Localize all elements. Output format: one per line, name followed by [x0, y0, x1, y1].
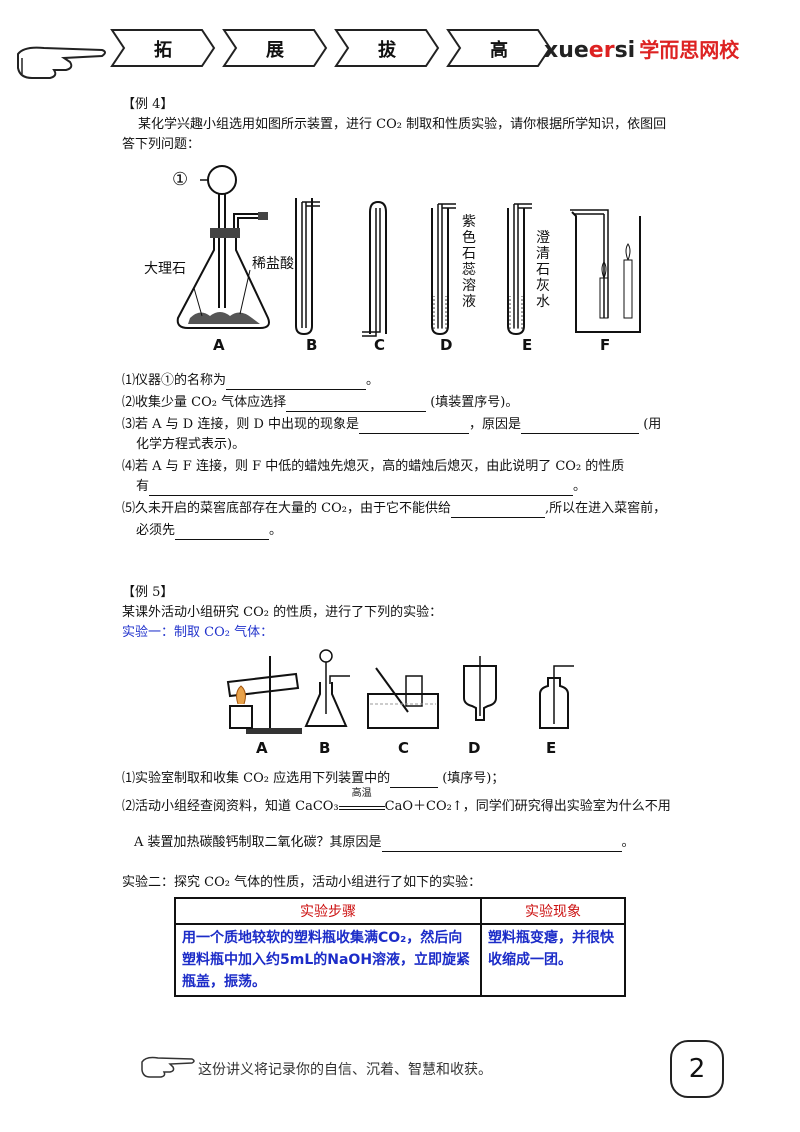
experiment-table: 实验步骤 实验现象 用一个质地较软的塑料瓶收集满CO₂，然后向塑料瓶中加入约5m…: [174, 897, 626, 997]
banner-ba: 拔: [334, 28, 440, 68]
q-text: ⑶若 A 与 D 连接，则 D 中出现的现象是: [122, 417, 360, 432]
q-text: ,所以在进入菜窖前，: [544, 501, 667, 516]
answer-blank[interactable]: [226, 375, 367, 390]
brand-latin-accent: er: [588, 38, 615, 63]
fig-caption-F: F: [600, 336, 611, 354]
q-text: 。: [269, 523, 283, 538]
fig-caption-A: A: [213, 336, 225, 354]
table-header: 实验现象: [480, 897, 626, 925]
q-text: ，原因是: [469, 417, 522, 432]
ex4-tag: 【例 4】: [122, 97, 174, 112]
header-hand-icon: [14, 36, 110, 90]
ex5-caption-B: B: [319, 739, 331, 757]
ex4-q3-line2: 化学方程式表示)。: [136, 437, 246, 452]
q-text: ⑴仪器①的名称为: [122, 373, 227, 388]
ex5-tag: 【例 5】: [122, 585, 174, 600]
q-text: ⑴实验室制取和收集 CO₂ 应选用下列装置中的: [122, 771, 391, 786]
ex5-apparatus-figure: [226, 649, 574, 734]
ex5-q2-line2: A 装置加热碳酸钙制取二氧化碳？其原因是 。: [134, 834, 635, 852]
ex4-q5: ⑸久未开启的菜窖底部存在大量的 CO₂，由于它不能供给 ,所以在进入菜窖前，: [122, 500, 666, 518]
answer-blank[interactable]: [175, 525, 270, 540]
banner-zhan: 展: [222, 28, 328, 68]
ex4-apparatus-figure: [176, 165, 641, 337]
answer-blank[interactable]: [359, 419, 470, 434]
ex5-exp1: 实验一：制取 CO₂ 气体：: [122, 625, 274, 640]
answer-blank[interactable]: [381, 837, 622, 852]
fig-caption-D: D: [440, 336, 453, 354]
fig-label-acid: 稀盐酸: [252, 256, 294, 272]
banner-gao: 高: [446, 28, 552, 68]
ex5-caption-C: C: [398, 739, 410, 757]
footer-motto: 这份讲义将记录你的自信、沉着、智慧和收获。: [198, 1062, 492, 1078]
q-text: (用: [643, 417, 662, 432]
ex4-intro-2: 答下列问题：: [122, 137, 201, 152]
reaction-arrow: 高温: [338, 789, 385, 810]
banner-text: 拓: [154, 40, 172, 61]
banner-tuo: 拓: [110, 28, 216, 68]
table-cell-phenomenon: 塑料瓶变瘪，并很快收缩成一团。: [480, 923, 626, 997]
ex5-q1: ⑴实验室制取和收集 CO₂ 应选用下列装置中的 (填序号)；: [122, 770, 504, 788]
answer-blank[interactable]: [149, 481, 574, 496]
q-text: ⑸久未开启的菜窖底部存在大量的 CO₂，由于它不能供给: [122, 501, 451, 516]
q-text: 有: [136, 479, 150, 494]
ex4-q2: ⑵收集少量 CO₂ 气体应选择 (填装置序号)。: [122, 394, 518, 412]
table-header-row: 实验步骤 实验现象: [174, 897, 626, 925]
q-text: ⑵活动小组经查阅资料，知道 CaCO₃: [122, 799, 339, 814]
ex5-exp2: 实验二：探究 CO₂ 气体的性质，活动小组进行了如下的实验：: [122, 875, 482, 890]
q-text: (填序号)；: [442, 771, 505, 786]
reaction-condition: 高温: [351, 788, 372, 799]
table-header: 实验步骤: [174, 897, 482, 925]
banner-text: 拔: [378, 40, 396, 61]
fig-caption-E: E: [522, 336, 533, 354]
fig-label-limewater: 澄清石灰水: [536, 230, 550, 310]
q-text: A 装置加热碳酸钙制取二氧化碳？其原因是: [134, 835, 382, 850]
ex4-q1: ⑴仪器①的名称为 。: [122, 372, 379, 390]
fig-label-litmus: 紫色石蕊溶液: [462, 214, 476, 310]
ex4-intro-1: 某化学兴趣小组选用如图所示装置，进行 CO₂ 制取和性质实验，请你根据所学知识，…: [138, 117, 667, 132]
answer-blank[interactable]: [450, 503, 545, 518]
answer-blank[interactable]: [286, 397, 427, 412]
fig-label-marble: 大理石: [144, 261, 186, 277]
fig-label-circle1: ①: [172, 169, 189, 190]
answer-blank[interactable]: [521, 419, 640, 434]
brand-latin: si: [614, 38, 636, 63]
q-text: CaO＋CO₂↑，同学们研究得出实验室为什么不用: [384, 799, 671, 814]
ex5-intro: 某课外活动小组研究 CO₂ 的性质，进行了下列的实验：: [122, 605, 443, 620]
ex4-q4-line2: 有。: [136, 478, 586, 496]
table-cell-step: 用一个质地较软的塑料瓶收集满CO₂，然后向塑料瓶中加入约5mL的NaOH溶液，立…: [174, 923, 482, 997]
brand-latin: xue: [544, 38, 589, 63]
ex5-caption-D: D: [468, 739, 481, 757]
fig-caption-C: C: [374, 336, 386, 354]
banner-text: 展: [266, 40, 284, 61]
brand-cn: 学而思网校: [639, 38, 740, 62]
ex5-q2: ⑵活动小组经查阅资料，知道 CaCO₃ 高温 CaO＋CO₂↑，同学们研究得出实验室…: [122, 789, 671, 816]
answer-blank[interactable]: [390, 773, 439, 788]
ex5-caption-A: A: [256, 739, 268, 757]
ex4-q3: ⑶若 A 与 D 连接，则 D 中出现的现象是 ，原因是 (用: [122, 416, 661, 434]
q-text: 必须先: [136, 523, 176, 538]
q-text: (填装置序号)。: [430, 395, 519, 410]
q-text: ⑵收集少量 CO₂ 气体应选择: [122, 395, 287, 410]
ex4-q5-line2: 必须先 。: [136, 522, 282, 540]
page-number: 2: [670, 1040, 724, 1098]
ex5-caption-E: E: [546, 739, 557, 757]
banner-text: 高: [490, 40, 508, 61]
ex4-q4: ⑷若 A 与 F 连接，则 F 中低的蜡烛先熄灭，高的蜡烛后熄灭，由此说明了 C…: [122, 459, 625, 474]
q-text: 。: [621, 835, 635, 850]
q-text: 。: [573, 479, 587, 494]
fig-caption-B: B: [306, 336, 318, 354]
footer-hand-icon: [140, 1050, 196, 1088]
q-text: 。: [366, 373, 380, 388]
table-row: 用一个质地较软的塑料瓶收集满CO₂，然后向塑料瓶中加入约5mL的NaOH溶液，立…: [174, 923, 626, 997]
